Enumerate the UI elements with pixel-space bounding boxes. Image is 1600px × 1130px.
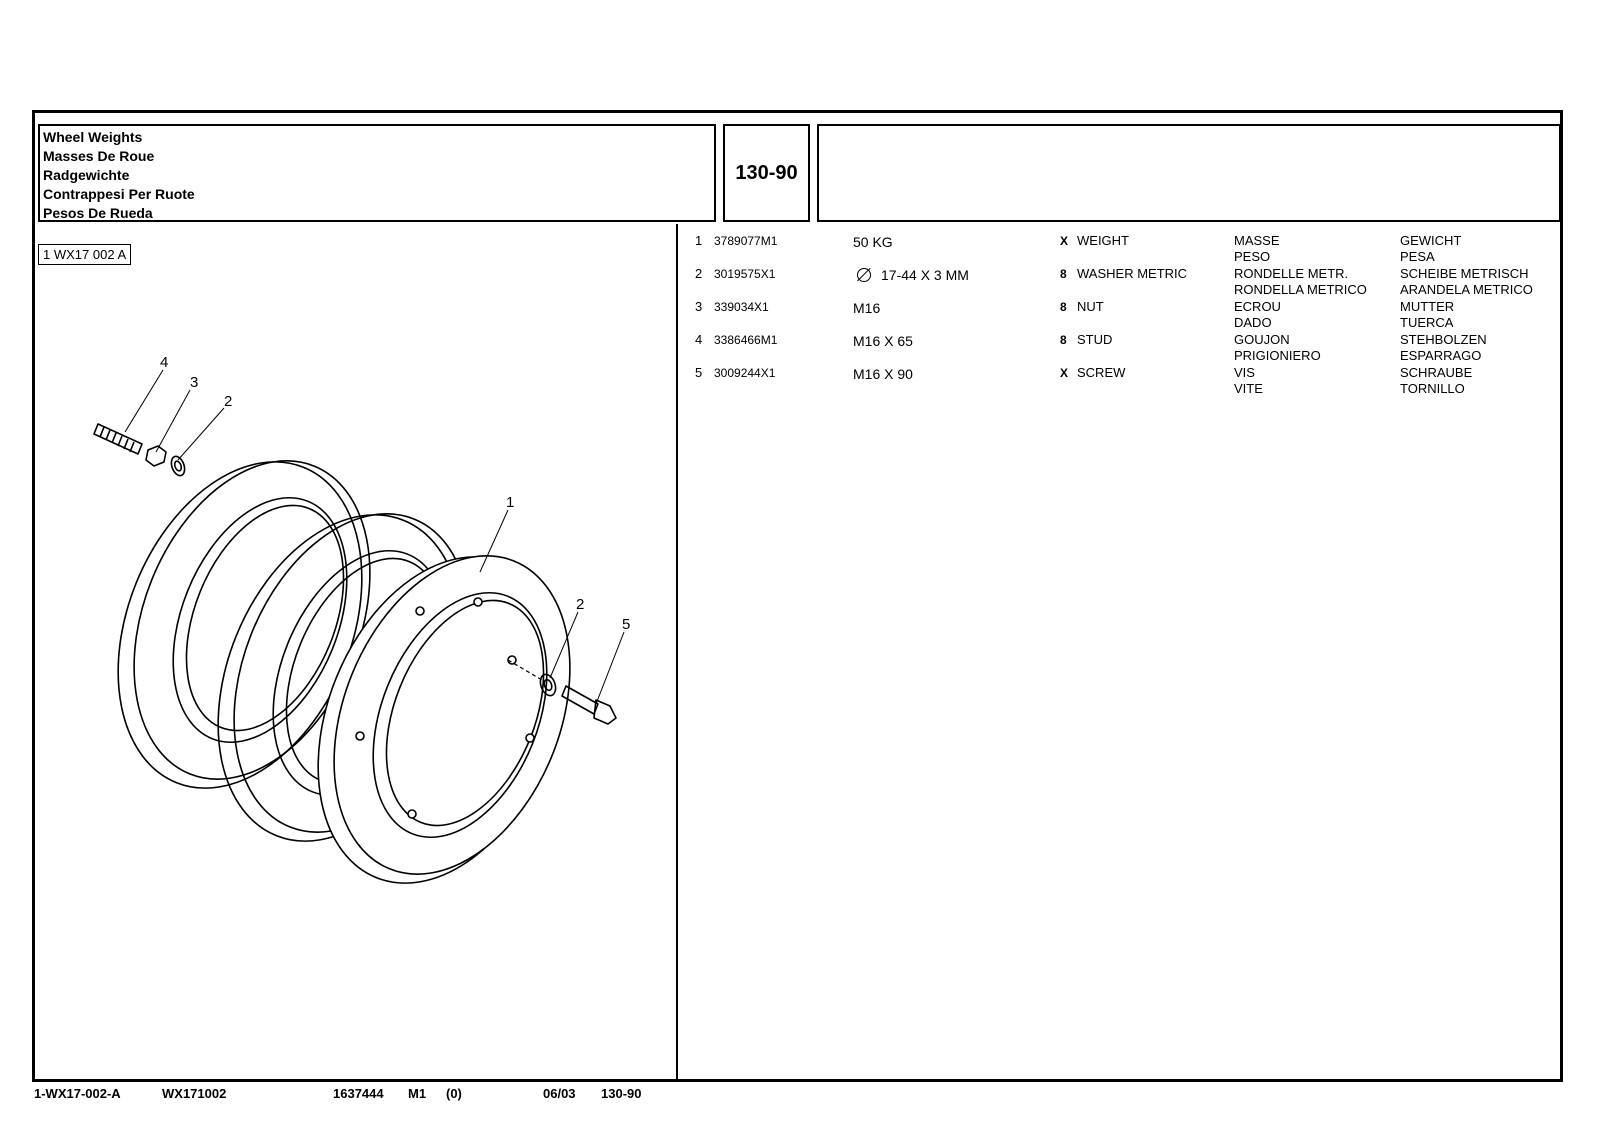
- title-es: Pesos De Rueda: [43, 205, 153, 221]
- section-code: 130-90: [735, 161, 798, 184]
- part-name-it: PRIGIONIERO: [1234, 348, 1321, 363]
- part-name-en: STUD: [1077, 332, 1113, 347]
- part-name-en: WASHER METRIC: [1077, 266, 1188, 281]
- part-number: 339034X1: [714, 300, 769, 314]
- part-ref: 1: [695, 233, 703, 248]
- illustration-label: 1 WX17 002 A: [38, 244, 132, 265]
- callout-1: 1: [506, 494, 514, 511]
- part-name-es: ARANDELA METRICO: [1400, 282, 1533, 297]
- part-name-fr: MASSE: [1234, 233, 1280, 248]
- part-name-it: PESO: [1234, 249, 1271, 264]
- part-name-es: TORNILLO: [1400, 381, 1465, 396]
- stud-drawing: [93, 423, 143, 455]
- page-frame: [32, 110, 1563, 1082]
- column-divider: [676, 224, 678, 1082]
- part-name-es: PESA: [1400, 249, 1435, 264]
- part-qty: 8: [1060, 300, 1067, 314]
- part-name-de: SCHRAUBE: [1400, 365, 1473, 380]
- part-name-en: WEIGHT: [1077, 233, 1129, 248]
- part-name-en: SCREW: [1077, 365, 1126, 380]
- footer-section: 130-90: [601, 1086, 642, 1101]
- part-name-it: DADO: [1234, 315, 1272, 330]
- part-name-it: VITE: [1234, 381, 1263, 396]
- part-ref: 4: [695, 332, 703, 347]
- title-box: Wheel Weights Masses De Roue Radgewichte…: [38, 124, 716, 222]
- part-spec-wrap: 17-44 X 3 MM: [853, 267, 969, 283]
- part-name-de: STEHBOLZEN: [1400, 332, 1487, 347]
- diameter-icon: [857, 268, 871, 282]
- title-it: Contrappesi Per Ruote: [43, 186, 195, 202]
- part-name-es: TUERCA: [1400, 315, 1454, 330]
- part-qty: 8: [1060, 267, 1067, 281]
- part-name-es: ESPARRAGO: [1400, 348, 1482, 363]
- part-spec: M16 X 65: [853, 333, 913, 349]
- part-spec: M16: [853, 300, 881, 316]
- part-qty: X: [1060, 366, 1069, 380]
- exploded-diagram: 4 3 2 1 2 5: [93, 354, 630, 884]
- lower-washer-drawing: [539, 673, 557, 697]
- footer-catalog-no: 1637444: [333, 1086, 384, 1101]
- callout-2-upper: 2: [224, 393, 232, 410]
- part-name-fr: ECROU: [1234, 299, 1281, 314]
- callout-2-lower: 2: [576, 596, 584, 613]
- footer-drawing-no: WX171002: [162, 1086, 227, 1101]
- screw-drawing: [561, 685, 617, 725]
- callout-3: 3: [190, 374, 198, 391]
- footer-date: 06/03: [543, 1086, 576, 1101]
- section-code-box: 130-90: [723, 124, 810, 222]
- part-name-en: NUT: [1077, 299, 1104, 314]
- title-fr: Masses De Roue: [43, 148, 155, 164]
- upper-washer-drawing: [170, 455, 186, 477]
- part-name-de: SCHEIBE METRISCH: [1400, 266, 1529, 281]
- part-ref: 5: [695, 365, 703, 380]
- front-weight-drawing: [317, 555, 571, 884]
- title-en: Wheel Weights: [43, 129, 143, 145]
- part-ref: 3: [695, 299, 703, 314]
- callout-4: 4: [160, 354, 168, 371]
- part-name-it: RONDELLA METRICO: [1234, 282, 1367, 297]
- part-number: 3386466M1: [714, 333, 778, 347]
- part-number: 3019575X1: [714, 267, 776, 281]
- nut-drawing: [145, 445, 167, 467]
- header-blank-box: [817, 124, 1561, 222]
- part-qty: 8: [1060, 333, 1067, 347]
- part-name-de: MUTTER: [1400, 299, 1455, 314]
- part-name-de: GEWICHT: [1400, 233, 1462, 248]
- footer-revision: (0): [446, 1086, 462, 1101]
- part-ref: 2: [695, 266, 703, 281]
- footer-model: M1: [408, 1086, 427, 1101]
- footer-doc-id: 1-WX17-002-A: [34, 1086, 121, 1101]
- part-number: 3789077M1: [714, 234, 778, 248]
- part-number: 3009244X1: [714, 366, 776, 380]
- part-name-fr: VIS: [1234, 365, 1255, 380]
- part-name-fr: GOUJON: [1234, 332, 1290, 347]
- part-spec: M16 X 90: [853, 366, 913, 382]
- callout-5: 5: [622, 616, 630, 633]
- title-de: Radgewichte: [43, 167, 130, 183]
- part-qty: X: [1060, 234, 1069, 248]
- part-spec: 17-44 X 3 MM: [881, 267, 969, 283]
- part-spec: 50 KG: [853, 234, 893, 250]
- part-name-fr: RONDELLE METR.: [1234, 266, 1349, 281]
